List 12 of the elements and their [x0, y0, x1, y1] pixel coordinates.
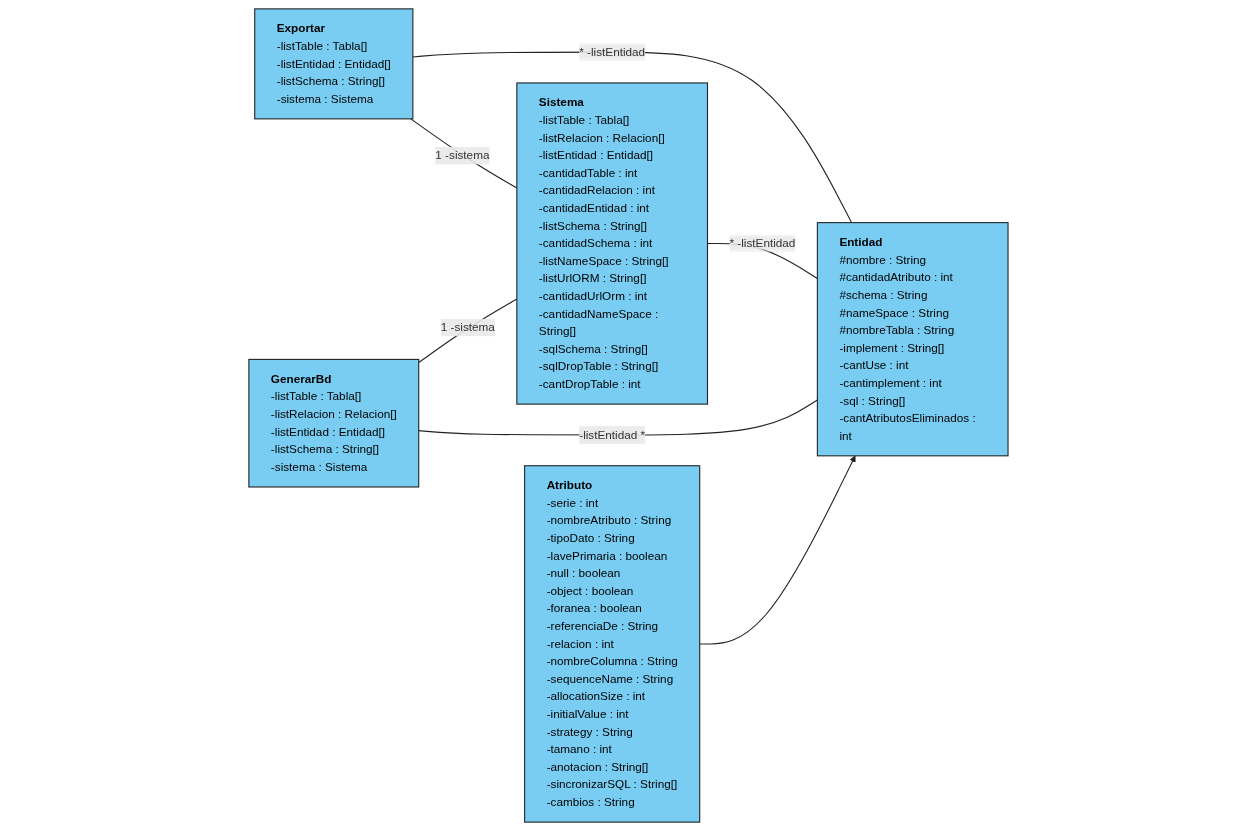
edge-label: * -listEntidad: [579, 45, 646, 58]
edge-label: -listEntidad *: [579, 427, 646, 441]
node-box: Exportar -listTable : Tabla[] -listEntidad : Entidad[] -listSchema : String[] -sistema : Sistema: [254, 7, 414, 119]
edge-label: 1 -sistema: [435, 148, 490, 162]
node-box: GenerarBd -listTable : Tabla[] -listRelacion : Relacion[] -listEntidad : Entidad[] -listSchema : String[] -sistema : Sistema: [248, 358, 420, 488]
edge-label: 1 -sistema: [440, 320, 495, 333]
arrow: [699, 455, 856, 644]
node-box: Atributo -serie : int -nombreAtributo : String -tipoDato : String -lavePrimaria : boolean -null : boolean -object : boolean -foranea : boolean -referenciaDe : String -relacion : int -nombreColumna : String -sequenceName : String -allocationSize : int -initialValue : int -strategy : String -tamano : int -anotacion : String[] -sincronizarSQL : String[] -cambios : String: [524, 464, 701, 823]
edge-label: * -listEntidad: [729, 236, 796, 249]
connector: [412, 51, 853, 223]
node-box: Entidad #nombre : String #cantidadAtributo : int #schema : String #nameSpace : String #nombreTabla : String -implement : String[] -cantUse : int -cantimplement : int -sql : String[] -cantAtributosEliminados : int: [816, 221, 1009, 456]
node-box: Sistema -listTable : Tabla[] -listRelacion : Relacion[] -listEntidad : Entidad[] -cantidadTable : int -cantidadRelacion : int -cantidadEntidad : int -listSchema : String[] -cantidadSchema : int -listNameSpace : String[] -listUrlORM : String[] -cantidadUrlOrm : int -cantidadNameSpace : String[] -sqlSchema : String[] -sqlDropTable : String[] -cantDropTable : int: [516, 81, 709, 405]
